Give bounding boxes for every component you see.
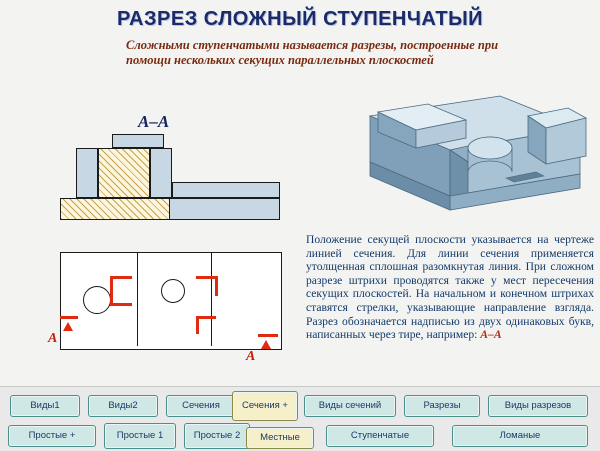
top-step [112, 134, 164, 148]
navigation-button-bar: Виды1 Виды2 Сечения Сечения + Виды сечен… [0, 386, 600, 451]
intro-paragraph: Сложными ступенчатыми называется разрезы… [126, 38, 499, 67]
section-arrow-left [63, 322, 73, 331]
nav-button-secheniya-plus[interactable]: Сечения + [232, 391, 298, 421]
nav-button-stupenchatye[interactable]: Ступенчатые [326, 425, 434, 447]
nav-button-prostye-plus[interactable]: Простые + [8, 425, 96, 447]
nav-button-prostye-1[interactable]: Простые 1 [104, 423, 176, 449]
nav-button-vidy2[interactable]: Виды2 [88, 395, 158, 417]
nav-button-razrezy[interactable]: Разрезы [404, 395, 480, 417]
nav-button-lomanye[interactable]: Ломаные [452, 425, 588, 447]
nav-button-prostye-2[interactable]: Простые 2 [184, 423, 250, 449]
right-flange [172, 182, 280, 198]
section-step-top [110, 276, 132, 279]
body-paragraph: Положение секущей плоскости указывается … [306, 233, 594, 342]
section-arrow-right [261, 340, 271, 349]
body-hatch-mid [98, 148, 150, 198]
isometric-illustration [368, 95, 588, 211]
section-step-vert1 [110, 276, 113, 306]
nav-button-vidy-secheniy[interactable]: Виды сечений [304, 395, 396, 417]
section-line-left-stroke [60, 316, 78, 319]
body-paragraph-text: Положение секущей плоскости указывается … [306, 233, 594, 342]
section-view-label: А–А [138, 112, 170, 131]
nav-button-vidy1[interactable]: Виды1 [10, 395, 80, 417]
section-step-mid [110, 303, 132, 306]
hole-center [161, 279, 185, 303]
plan-divider-2 [211, 253, 212, 346]
body-right-wall [150, 148, 172, 198]
body-left-wall [76, 148, 98, 198]
nav-button-mestnye[interactable]: Местные [246, 427, 314, 449]
base-hatch-left [60, 198, 170, 220]
body-paragraph-accent: А–А [480, 328, 502, 342]
drawing-bottom-view [60, 252, 282, 350]
section-step-top2 [196, 276, 218, 279]
section-step-vert3 [196, 316, 199, 334]
nav-button-secheniya[interactable]: Сечения [166, 395, 236, 417]
section-line-right-stroke [258, 334, 278, 337]
plan-divider-1 [137, 253, 138, 346]
section-step-vert2 [215, 276, 218, 296]
section-mark-right-label: А [246, 349, 256, 364]
page-title: РАЗРЕЗ СЛОЖНЫЙ СТУПЕНЧАТЫЙ [116, 8, 484, 30]
section-step-bot [196, 316, 216, 319]
section-mark-left-label: А [48, 331, 58, 346]
nav-button-vidy-razrezov[interactable]: Виды разрезов [488, 395, 588, 417]
hole-left [83, 286, 111, 314]
